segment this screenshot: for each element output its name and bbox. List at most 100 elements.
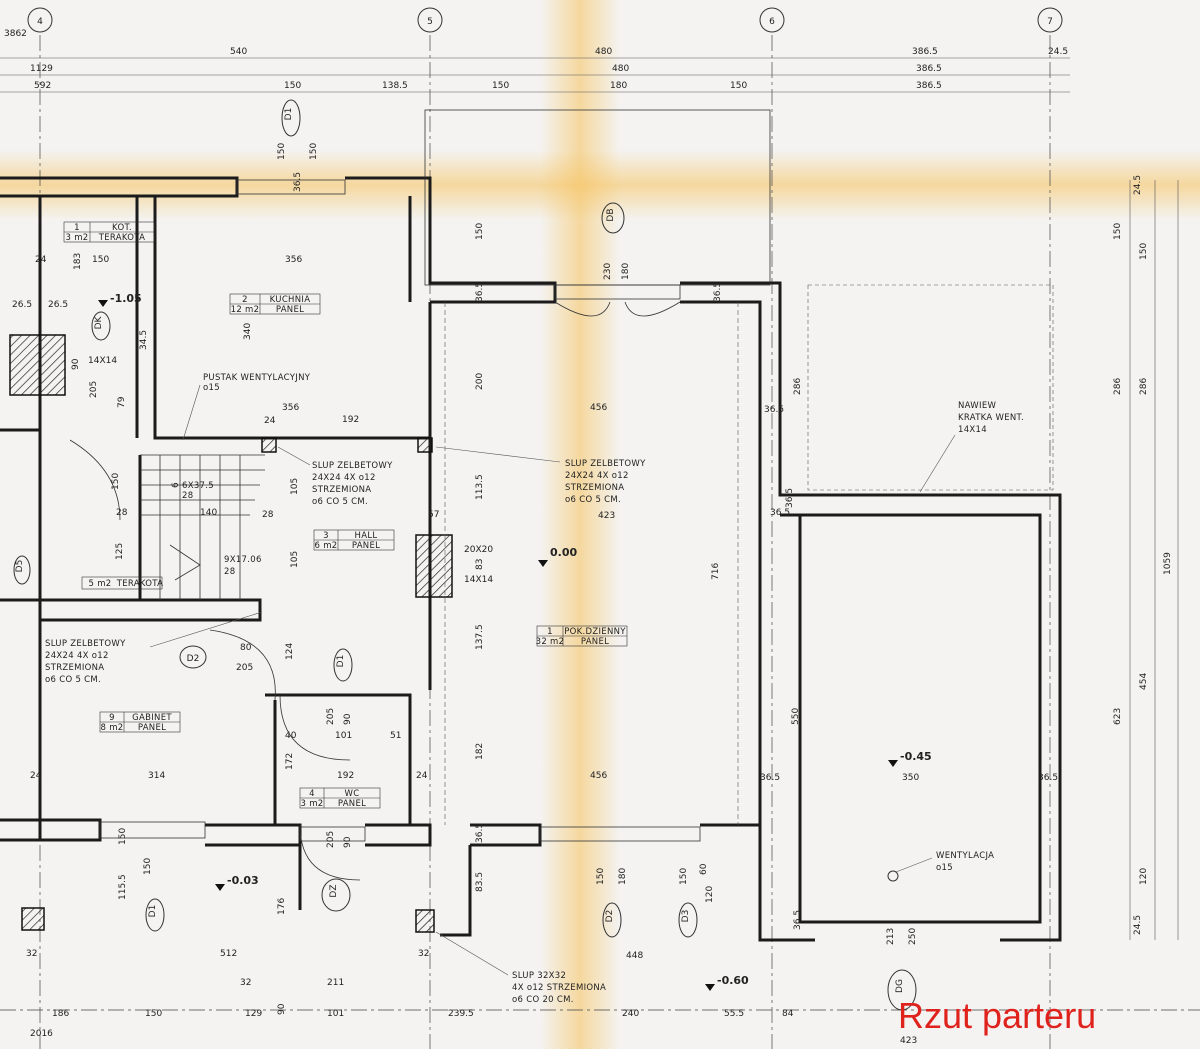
svg-text:57: 57 (428, 510, 439, 520)
svg-text:14X14: 14X14 (88, 356, 117, 366)
room-tag-kot: 1 3 m2 KOT. TERAKOTA (63, 221, 155, 243)
svg-text:24: 24 (416, 771, 428, 781)
level-marker-5: -0.60 (705, 974, 749, 991)
svg-text:PANEL: PANEL (581, 637, 609, 647)
svg-text:84: 84 (782, 1009, 794, 1019)
svg-text:6: 6 (171, 482, 181, 488)
room-tag-hall: 3 6 m2 HALL PANEL (313, 529, 395, 551)
svg-text:120: 120 (1139, 868, 1149, 885)
svg-text:D1: D1 (284, 108, 294, 121)
svg-text:180: 180 (621, 263, 631, 280)
svg-text:o6 CO 5 CM.: o6 CO 5 CM. (565, 495, 621, 505)
svg-text:101: 101 (335, 731, 352, 741)
svg-text:4: 4 (309, 789, 315, 799)
svg-text:286: 286 (793, 378, 803, 395)
svg-text:DB: DB (606, 208, 616, 221)
svg-text:24X24 4X o12: 24X24 4X o12 (565, 471, 629, 481)
svg-text:5: 5 (427, 17, 433, 27)
svg-text:150: 150 (143, 858, 153, 875)
svg-text:26.5: 26.5 (12, 300, 32, 310)
svg-text:o6 CO 20 CM.: o6 CO 20 CM. (512, 995, 574, 1005)
svg-text:239.5: 239.5 (448, 1009, 474, 1019)
svg-text:205: 205 (89, 381, 99, 398)
svg-text:SLUP ZELBETOWY: SLUP ZELBETOWY (312, 461, 393, 471)
svg-text:340: 340 (243, 323, 253, 340)
svg-text:150: 150 (475, 223, 485, 240)
svg-text:PANEL: PANEL (338, 799, 366, 809)
svg-text:32 m2: 32 m2 (536, 637, 565, 647)
svg-text:150: 150 (492, 81, 509, 91)
svg-text:192: 192 (342, 415, 359, 425)
svg-text:192: 192 (337, 771, 354, 781)
svg-text:105: 105 (290, 551, 300, 568)
svg-text:36.5: 36.5 (1038, 773, 1058, 783)
svg-text:-0.03: -0.03 (227, 874, 259, 887)
svg-text:TERAKOTA: TERAKOTA (98, 233, 146, 243)
svg-text:14X14: 14X14 (958, 425, 987, 435)
dashed-overhead-lines (444, 284, 1054, 825)
svg-text:83: 83 (475, 559, 485, 570)
svg-text:286: 286 (1113, 378, 1123, 395)
svg-text:356: 356 (282, 403, 299, 413)
note-wentylacja: WENTYLACJA o15 (887, 851, 994, 882)
svg-text:o6 CO 5 CM.: o6 CO 5 CM. (45, 675, 101, 685)
svg-text:12 m2: 12 m2 (231, 305, 260, 315)
svg-text:POK.DZIENNY: POK.DZIENNY (564, 627, 626, 637)
svg-text:105: 105 (290, 478, 300, 495)
svg-text:KOT.: KOT. (112, 223, 132, 233)
svg-text:200: 200 (475, 373, 485, 390)
svg-text:36.5: 36.5 (770, 508, 790, 518)
level-marker-3: -0.45 (888, 750, 932, 767)
svg-text:150: 150 (111, 473, 121, 490)
svg-text:350: 350 (902, 773, 919, 783)
svg-text:512: 512 (220, 949, 237, 959)
note-slup-4: SLUP 32X32 4X o12 STRZEMIONA o6 CO 20 CM… (435, 931, 606, 1005)
svg-text:-0.60: -0.60 (717, 974, 749, 987)
svg-text:150: 150 (730, 81, 747, 91)
svg-text:SLUP ZELBETOWY: SLUP ZELBETOWY (45, 639, 126, 649)
svg-text:150: 150 (92, 255, 109, 265)
svg-text:623: 623 (1113, 708, 1123, 725)
svg-text:D3: D3 (681, 910, 691, 923)
svg-text:423: 423 (900, 1036, 917, 1046)
svg-text:480: 480 (595, 47, 612, 57)
svg-text:-0.45: -0.45 (900, 750, 932, 763)
svg-text:213: 213 (886, 928, 896, 945)
svg-text:NAWIEW: NAWIEW (958, 401, 996, 411)
svg-text:150: 150 (309, 143, 319, 160)
columns (9, 334, 453, 933)
svg-text:592: 592 (34, 81, 51, 91)
svg-text:D1: D1 (148, 905, 158, 918)
svg-text:480: 480 (612, 64, 629, 74)
svg-text:80: 80 (240, 643, 252, 653)
svg-text:24: 24 (35, 255, 47, 265)
axis-bubble-7: 7 (1037, 7, 1063, 33)
svg-text:176: 176 (277, 898, 287, 915)
svg-text:9X17.06: 9X17.06 (224, 555, 262, 565)
svg-text:o15: o15 (936, 863, 953, 873)
top-dimension-chains: 3862 540 480 386.5 24.5 1129 480 386.5 5… (0, 29, 1070, 93)
svg-text:454: 454 (1139, 673, 1149, 690)
svg-text:60: 60 (699, 863, 709, 875)
svg-text:28: 28 (182, 491, 193, 501)
svg-text:150: 150 (679, 868, 689, 885)
room-tag-kuchnia: 2 12 m2 KUCHNIA PANEL (229, 293, 321, 315)
svg-text:716: 716 (711, 563, 721, 580)
note-stairs: 6X37.5 28 9X17.06 28 (182, 481, 262, 577)
svg-text:230: 230 (603, 263, 613, 280)
svg-text:28: 28 (262, 510, 274, 520)
svg-text:150: 150 (277, 143, 287, 160)
svg-text:KUCHNIA: KUCHNIA (270, 295, 311, 305)
svg-text:28: 28 (116, 508, 128, 518)
svg-text:150: 150 (1139, 243, 1149, 260)
right-dimension-chain: 24.5 150 150 286 286 1059 454 623 120 24… (1113, 175, 1179, 940)
svg-text:32: 32 (26, 949, 37, 959)
svg-text:386.5: 386.5 (916, 81, 942, 91)
svg-text:40: 40 (285, 731, 297, 741)
svg-text:456: 456 (590, 403, 607, 413)
svg-text:3862: 3862 (4, 29, 27, 39)
note-pustak-wentylacyjny: PUSTAK WENTYLACYJNY o15 (182, 373, 310, 441)
note-slup-3: SLUP ZELBETOWY 24X24 4X o12 STRZEMIONA o… (45, 611, 263, 685)
svg-text:GABINET: GABINET (132, 713, 172, 723)
svg-text:24X24 4X o12: 24X24 4X o12 (45, 651, 109, 661)
